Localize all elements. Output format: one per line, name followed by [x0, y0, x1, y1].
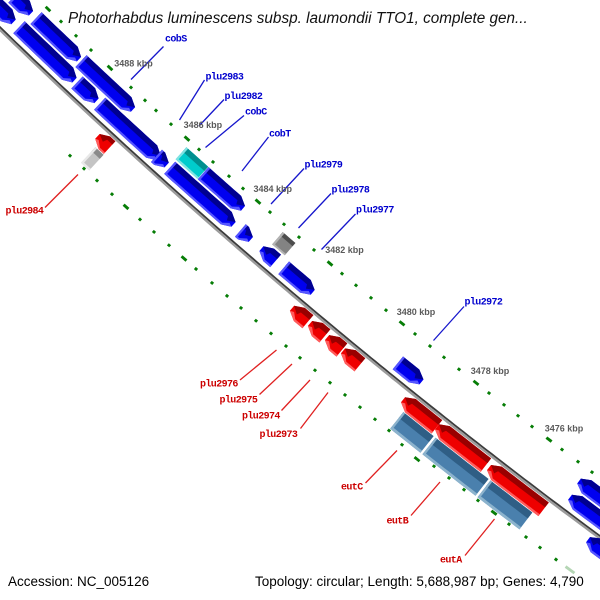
svg-text:plu2973: plu2973	[260, 429, 298, 441]
svg-text:3476 kbp: 3476 kbp	[545, 423, 584, 433]
svg-text:3482 kbp: 3482 kbp	[325, 245, 364, 255]
svg-text:plu2984: plu2984	[6, 206, 44, 218]
svg-text:3478 kbp: 3478 kbp	[471, 366, 510, 376]
svg-text:3486 kbp: 3486 kbp	[184, 120, 223, 130]
svg-text:3480 kbp: 3480 kbp	[397, 307, 436, 317]
svg-text:eutA: eutA	[440, 556, 462, 567]
svg-text:eutC: eutC	[341, 483, 363, 494]
svg-text:3488 kbp: 3488 kbp	[114, 59, 153, 69]
svg-text:plu2975: plu2975	[220, 395, 258, 407]
svg-text:3484 kbp: 3484 kbp	[254, 184, 293, 194]
svg-text:Accession: NC_005126: Accession: NC_005126	[8, 574, 149, 589]
svg-text:plu2982: plu2982	[225, 91, 263, 103]
svg-text:Topology: circular; Length: 5,: Topology: circular; Length: 5,688,987 bp…	[255, 574, 584, 589]
svg-text:plu2983: plu2983	[206, 72, 244, 84]
svg-text:eutB: eutB	[387, 517, 409, 528]
svg-text:cobS: cobS	[165, 34, 187, 46]
svg-text:cobT: cobT	[269, 129, 291, 141]
svg-text:plu2972: plu2972	[465, 297, 503, 309]
svg-text:plu2974: plu2974	[242, 411, 280, 423]
svg-text:plu2976: plu2976	[200, 379, 238, 391]
svg-text:cobC: cobC	[245, 107, 267, 119]
svg-text:plu2978: plu2978	[332, 185, 370, 197]
svg-text:Photorhabdus luminescens subsp: Photorhabdus luminescens subsp. laumondi…	[68, 10, 528, 27]
svg-text:plu2979: plu2979	[305, 160, 343, 172]
svg-text:plu2977: plu2977	[356, 205, 394, 217]
